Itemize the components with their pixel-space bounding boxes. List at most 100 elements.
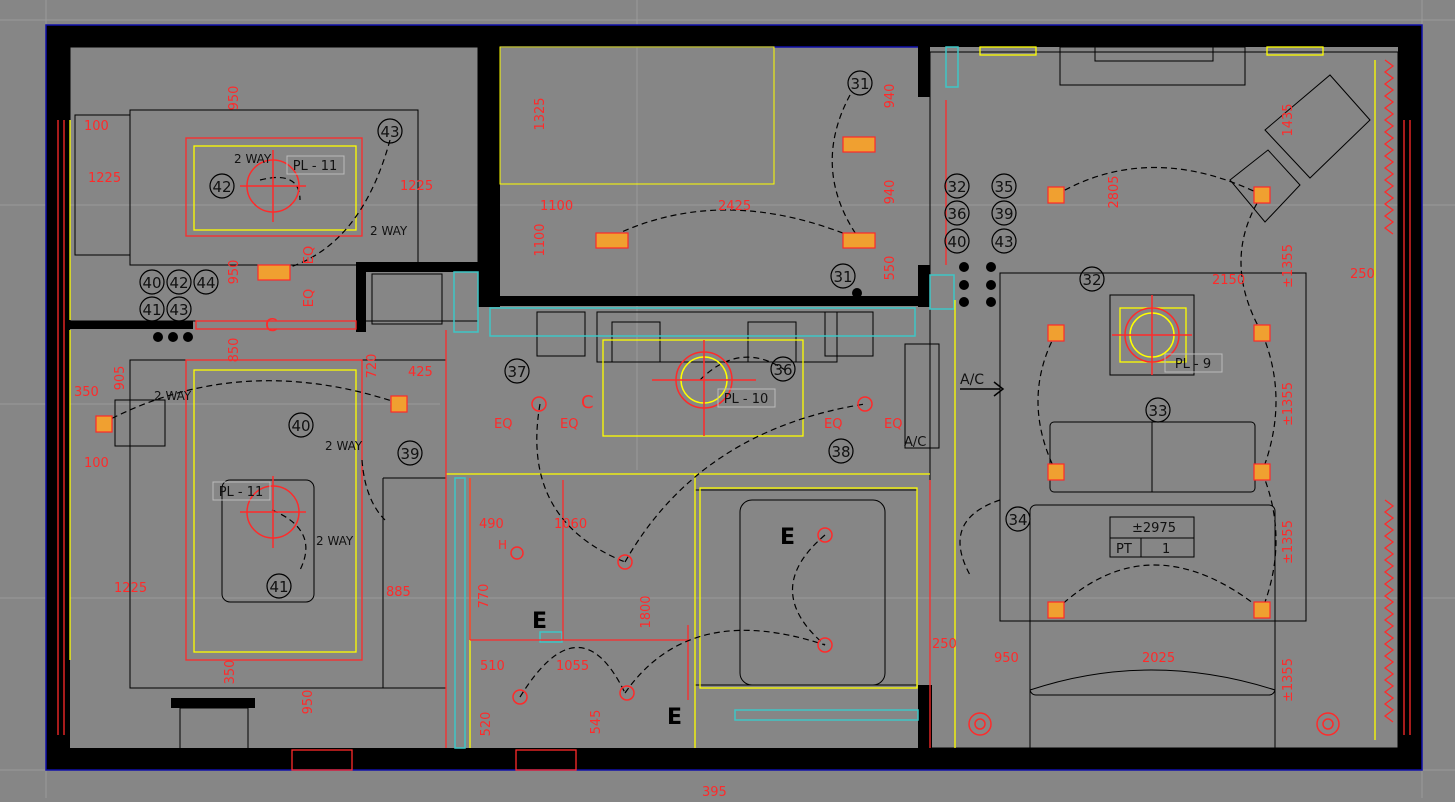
dim-label: 885 [386, 585, 411, 600]
spotlight-icon [1253, 463, 1271, 481]
spotlight-icon [95, 415, 113, 433]
symbol-letters: C C E E E H [265, 315, 795, 730]
spotlight-icon [1253, 324, 1271, 342]
svg-text:32: 32 [947, 178, 966, 196]
circle-tags: 31 31 32 35 36 39 40 43 32 33 34 43 42 4… [139, 70, 1171, 599]
tag-bubble: 44 [193, 269, 219, 295]
dim-label: ±1355 [1281, 244, 1296, 288]
dim-label: 1100 [533, 223, 548, 256]
switch-labels: 2 WAY 2 WAY 2 WAY 2 WAY 2 WAY [154, 152, 408, 548]
dim-label: 1225 [400, 179, 433, 194]
panel-label: PL - 9 [1175, 357, 1211, 372]
svg-text:36: 36 [947, 205, 966, 223]
svg-text:42: 42 [169, 274, 188, 292]
downlights [510, 396, 1340, 736]
downlight-icon [968, 712, 992, 736]
downlight-icon [974, 718, 986, 730]
dim-label: 1225 [88, 171, 121, 186]
svg-text:43: 43 [380, 123, 399, 141]
switch-label: 2 WAY [325, 439, 363, 453]
tag-bubble: 35 [991, 173, 1017, 199]
tag-bubble: 32 [944, 173, 970, 199]
spotlight-icon [1047, 324, 1065, 342]
dim-label: 1325 [533, 97, 548, 130]
svg-text:44: 44 [196, 274, 215, 292]
tag-bubble: 33 [1145, 397, 1171, 423]
dim-label: 1225 [114, 581, 147, 596]
tag-bubble: 39 [397, 440, 423, 466]
tag-bubble: 36 [944, 200, 970, 226]
switch-label: 2 WAY [234, 152, 272, 166]
dim-label: 2025 [1142, 651, 1175, 666]
dim-label: ±1355 [1281, 658, 1296, 702]
dim-label: 250 [1350, 267, 1375, 282]
spotlight-icon [390, 395, 408, 413]
dim-label: 520 [479, 712, 494, 737]
svg-text:34: 34 [1008, 511, 1027, 529]
svg-text:33: 33 [1148, 402, 1167, 420]
dim-label: 350 [74, 385, 99, 400]
dim-label: 1100 [540, 199, 573, 214]
wall-mid-left [356, 262, 478, 272]
tag-bubble: 38 [828, 438, 854, 464]
panel-labels: PL - 11 PL - 11 PL - 10 PL - 9 [212, 155, 1223, 501]
tag-bubble: 40 [944, 228, 970, 254]
tag-bubble: 43 [166, 296, 192, 322]
eq-label: EQ [884, 417, 902, 432]
panel-label: PL - 11 [219, 485, 264, 500]
eq-label: EQ [494, 417, 512, 432]
svg-text:39: 39 [994, 205, 1013, 223]
ac-unit-label: A/C [904, 435, 926, 450]
dim-label: 1435 [1281, 103, 1296, 136]
svg-text:40: 40 [291, 417, 310, 435]
heater-symbol: H [498, 538, 507, 552]
svg-text:43: 43 [994, 233, 1013, 251]
dim-label: 1800 [639, 595, 654, 628]
wall-bedroom-divider [478, 47, 500, 307]
wall-mid-left-2 [356, 262, 366, 332]
dim-label: 1060 [554, 517, 587, 532]
tag-bubble: 42 [166, 269, 192, 295]
wall-master-top-bottom [500, 296, 920, 306]
wall-left-divider [68, 321, 193, 329]
exhaust-symbol: E [780, 525, 795, 550]
dim-label: 950 [301, 690, 316, 715]
dim-label: 950 [227, 260, 242, 285]
downlight-icon [617, 554, 633, 570]
tag-bubble: 31 [847, 70, 873, 96]
tag-bubble: 34 [1005, 506, 1031, 532]
eq-label: EQ [560, 417, 578, 432]
spotlight-icon [842, 136, 876, 153]
svg-text:36: 36 [773, 361, 792, 379]
eq-label: EQ [302, 246, 317, 264]
tag-bubble: 37 [504, 358, 530, 384]
curtains [1383, 59, 1395, 723]
svg-text:32: 32 [1082, 271, 1101, 289]
eq-labels: EQ EQ EQ EQ EQ EQ [302, 246, 902, 432]
downlight-icon [510, 546, 524, 560]
dim-label: 940 [883, 84, 898, 109]
pendant-lights [240, 150, 1192, 548]
tag-bubble: 41 [266, 573, 292, 599]
pt-code: PT [1116, 542, 1132, 557]
dim-label: 545 [589, 710, 604, 735]
ac-labels: A/C A/C [904, 372, 1005, 450]
wall-top [46, 25, 1422, 47]
tag-bubble: 41 [139, 296, 165, 322]
dim-label: 950 [227, 86, 242, 111]
dim-label: 720 [365, 354, 380, 379]
dim-label: 550 [883, 256, 898, 281]
svg-text:37: 37 [507, 363, 526, 381]
svg-text:42: 42 [212, 178, 231, 196]
spotlight-icon [842, 232, 876, 249]
dim-label: 395 [702, 785, 727, 798]
pt-table: ±2975 PT 1 [1109, 516, 1195, 558]
dim-label: 425 [408, 365, 433, 380]
centerline-symbol: C [581, 392, 594, 413]
svg-text:41: 41 [269, 578, 288, 596]
exhaust-symbol: E [667, 705, 682, 730]
dim-label: 770 [477, 584, 492, 609]
exhaust-symbol: E [532, 609, 547, 634]
